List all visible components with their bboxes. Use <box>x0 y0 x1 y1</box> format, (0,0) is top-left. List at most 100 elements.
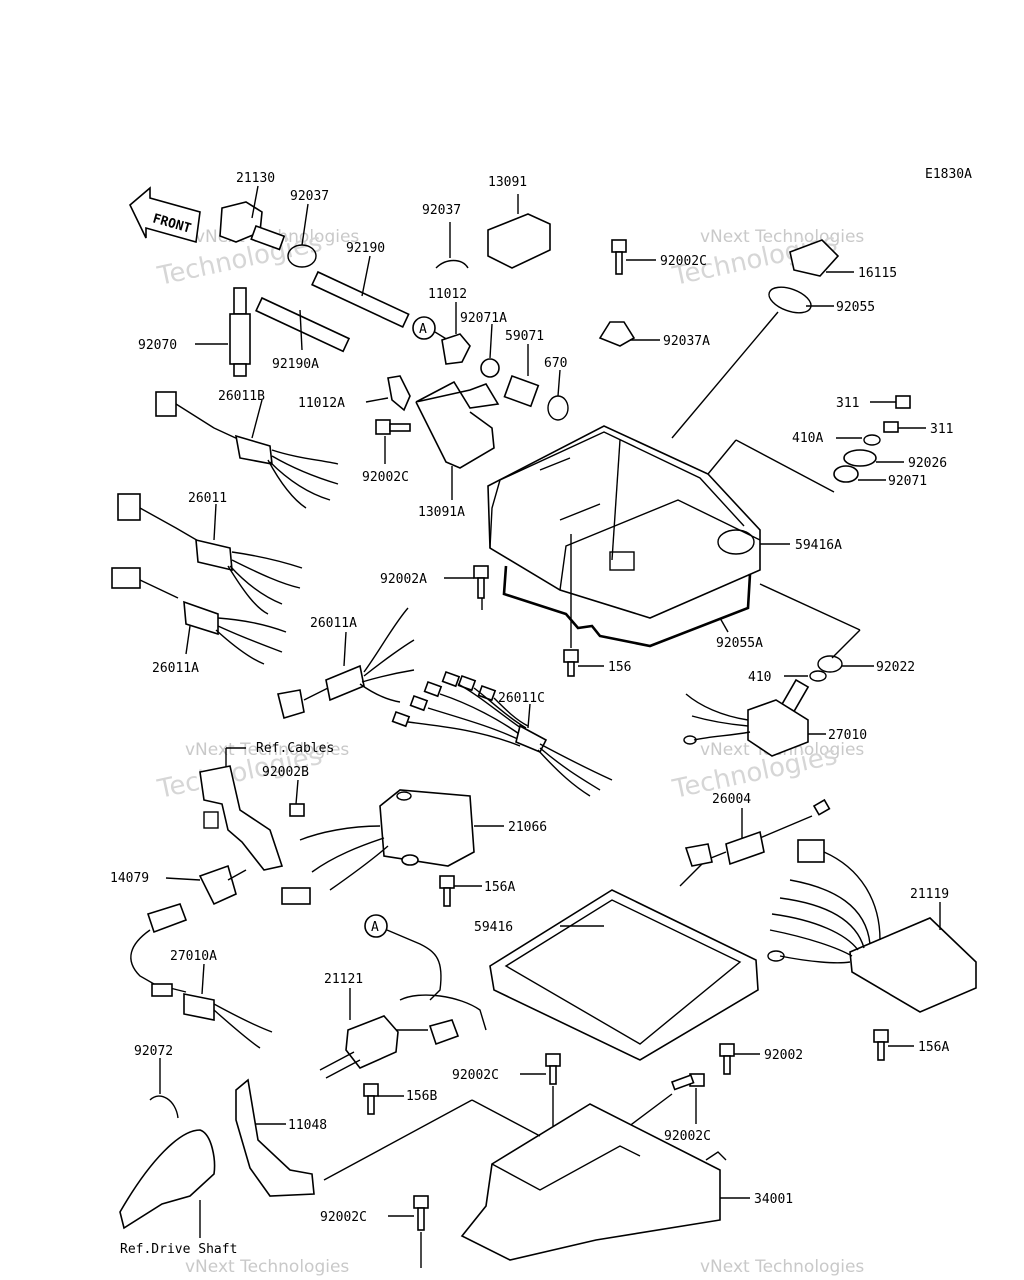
label-92002A: 92002A <box>380 572 427 587</box>
label-92037A: 92037A <box>663 334 710 349</box>
label-ref-drive-shaft: Ref.Drive Shaft <box>120 1242 237 1257</box>
part-92037-clip <box>435 222 469 269</box>
part-26011C <box>391 670 613 797</box>
part-21119 <box>767 839 977 1013</box>
label-21130: 21130 <box>236 171 275 186</box>
label-92002C-top: 92002C <box>660 254 707 269</box>
label-410: 410 <box>748 670 771 685</box>
label-26011C: 26011C <box>498 691 545 706</box>
label-26011B: 26011B <box>218 389 265 404</box>
label-13091: 13091 <box>488 175 527 190</box>
part-92071 <box>707 439 886 493</box>
label-92002B: 92002B <box>262 765 309 780</box>
part-92190 <box>311 255 410 329</box>
part-59416-plate <box>489 889 759 1061</box>
label-156A-b: 156A <box>918 1040 949 1055</box>
part-16115 <box>789 239 854 277</box>
label-670: 670 <box>544 356 567 371</box>
label-92190: 92190 <box>346 241 385 256</box>
part-92055 <box>671 286 834 439</box>
label-11012A: 11012A <box>298 396 345 411</box>
part-92071A <box>480 323 500 378</box>
part-410 <box>784 670 827 682</box>
label-59416: 59416 <box>474 920 513 935</box>
label-26011A: 26011A <box>152 661 199 676</box>
label-21119: 21119 <box>910 887 949 902</box>
label-26011A-top: 26011A <box>310 616 357 631</box>
label-92070: 92070 <box>138 338 177 353</box>
label-92071A: 92071A <box>460 311 507 326</box>
label-59071: 59071 <box>505 329 544 344</box>
callout-a: A <box>371 920 379 935</box>
label-27010A: 27010A <box>170 949 217 964</box>
part-26011B <box>155 391 339 509</box>
part-92070 <box>195 287 251 377</box>
label-156A: 156A <box>484 880 515 895</box>
part-59071 <box>503 344 540 408</box>
callout-a-circle <box>412 316 436 340</box>
label-156B: 156B <box>406 1089 437 1104</box>
part-92002 <box>719 1043 760 1075</box>
label-92037-b: 92037 <box>422 203 461 218</box>
part-27010A <box>130 903 273 1049</box>
label-59416A: 59416A <box>795 538 842 553</box>
part-21066 <box>281 789 504 905</box>
part-11048 <box>235 1078 315 1197</box>
label-92071: 92071 <box>888 474 927 489</box>
part-13091 <box>487 194 551 269</box>
label-13091A: 13091A <box>418 505 465 520</box>
part-156A <box>439 875 482 907</box>
part-92002C-top <box>611 239 656 275</box>
part-156 <box>563 534 604 677</box>
label-26004: 26004 <box>712 792 751 807</box>
label-92002C-bot: 92002C <box>320 1210 367 1225</box>
label-92190A: 92190A <box>272 357 319 372</box>
part-92072 <box>149 1058 179 1119</box>
part-311a <box>870 395 911 409</box>
part-drive-shaft-bracket <box>119 1129 216 1238</box>
part-92026 <box>843 449 904 467</box>
label-21121: 21121 <box>324 972 363 987</box>
part-156A-b <box>873 1029 914 1061</box>
label-26011: 26011 <box>188 491 227 506</box>
part-34001 <box>323 1099 750 1261</box>
callout-a: A <box>419 322 427 337</box>
part-26011A-low <box>111 567 287 665</box>
label-410A: 410A <box>792 431 823 446</box>
label-34001: 34001 <box>754 1192 793 1207</box>
label-92002C-low: 92002C <box>452 1068 499 1083</box>
part-11012A <box>365 375 411 412</box>
label-92026: 92026 <box>908 456 947 471</box>
part-92002A <box>444 565 489 610</box>
label-11012: 11012 <box>428 287 467 302</box>
part-26011 <box>117 493 303 615</box>
label-156: 156 <box>608 660 631 675</box>
part-14079 <box>165 864 247 906</box>
label-14079: 14079 <box>110 871 149 886</box>
label-27010: 27010 <box>828 728 867 743</box>
part-670 <box>547 369 569 421</box>
part-92037A <box>598 321 660 347</box>
part-92002C-bot <box>388 1195 429 1268</box>
label-11048: 11048 <box>288 1118 327 1133</box>
part-156B <box>363 1083 404 1115</box>
label-311b: 311 <box>930 422 953 437</box>
part-92002C-r <box>623 1073 705 1131</box>
part-92002C-low <box>520 1053 561 1126</box>
label-92055A: 92055A <box>716 636 763 651</box>
part-311b <box>883 421 926 433</box>
label-92037: 92037 <box>290 189 329 204</box>
part-92002C-mid <box>375 419 411 464</box>
callout-a-circle <box>364 914 388 938</box>
part-26011A-top <box>277 607 415 720</box>
label-92002C-r: 92002C <box>664 1129 711 1144</box>
part-bracket-92002B <box>199 765 305 871</box>
label-ref-cables: Ref.Cables <box>256 741 334 756</box>
watermark-text: vNext Technologies <box>700 1257 864 1277</box>
front-arrow-icon: FRONT <box>129 186 201 244</box>
watermark-text: vNext Technologies <box>185 1257 349 1277</box>
part-13091A <box>415 380 500 500</box>
label-92055: 92055 <box>836 300 875 315</box>
part-92037 <box>287 203 317 268</box>
